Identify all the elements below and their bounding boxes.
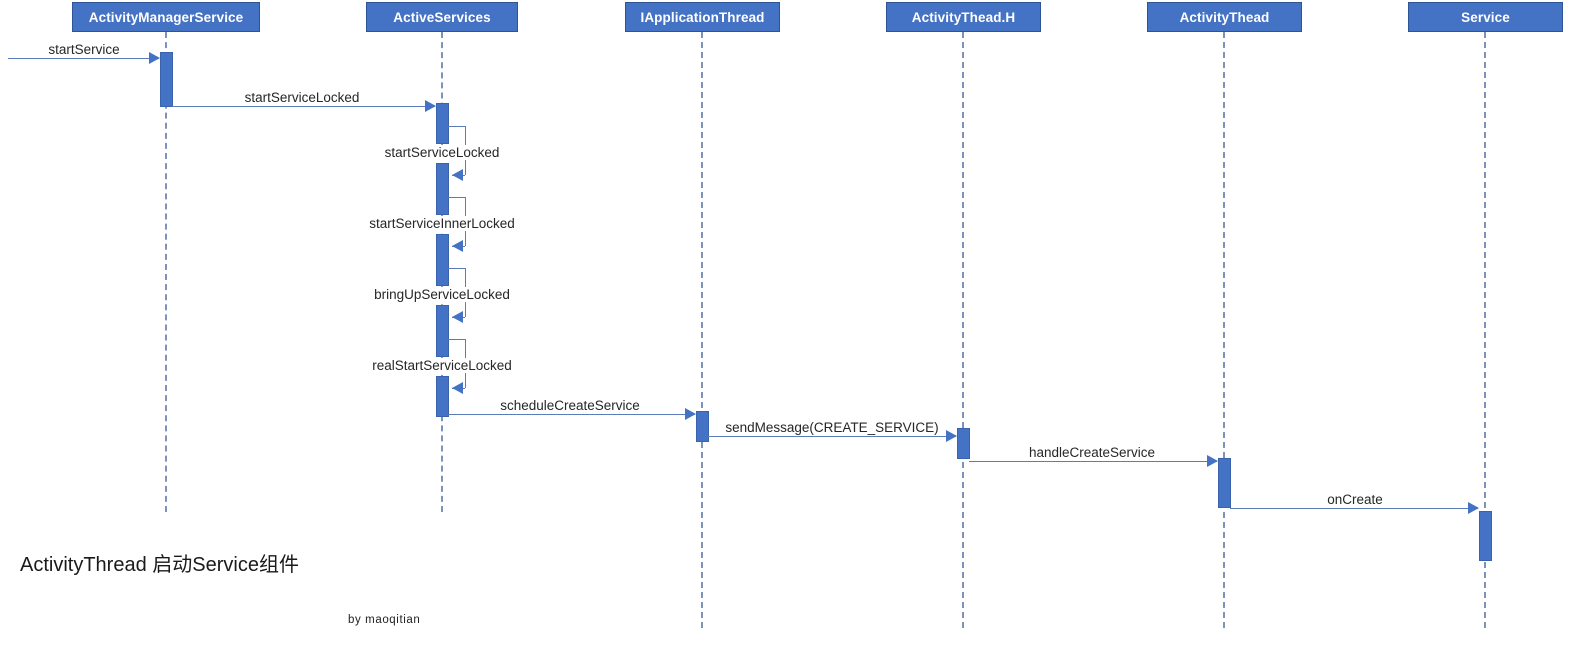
activation-bar-as xyxy=(436,103,449,144)
lifeline-head-ath_h[interactable]: ActivityThead.H xyxy=(886,2,1041,32)
lifeline-head-ath[interactable]: ActivityThead xyxy=(1147,2,1302,32)
message-line xyxy=(448,268,465,269)
arrow-head-left xyxy=(452,169,463,181)
arrow-head-left xyxy=(452,382,463,394)
lifeline-ath xyxy=(1223,32,1225,628)
lifeline-label: IApplicationThread xyxy=(640,9,765,25)
lifeline-ath_h xyxy=(962,32,964,628)
arrow-head-right xyxy=(685,408,696,420)
arrow-head-left xyxy=(452,311,463,323)
activation-bar-ath xyxy=(1218,458,1231,508)
message-line xyxy=(1230,508,1478,509)
lifeline-label: ActivityThead xyxy=(1179,9,1270,25)
arrow-head-right xyxy=(425,100,436,112)
diagram-caption: ActivityThread 启动Service组件 xyxy=(20,554,299,576)
arrow-head-right xyxy=(149,52,160,64)
message-line xyxy=(172,106,435,107)
message-line xyxy=(708,436,956,437)
lifeline-label: ActiveServices xyxy=(393,9,491,25)
activation-bar-as xyxy=(436,305,449,357)
arrow-head-right xyxy=(946,430,957,442)
arrow-head-right xyxy=(1468,502,1479,514)
activation-bar-as xyxy=(436,376,449,417)
message-label-m9: handleCreateService xyxy=(1025,445,1159,460)
message-label-m1: startService xyxy=(45,42,123,57)
lifeline-label: Service xyxy=(1461,9,1510,25)
message-line xyxy=(8,58,159,59)
lifeline-iapp xyxy=(701,32,703,628)
message-line xyxy=(448,126,465,127)
arrow-head-left xyxy=(452,240,463,252)
message-line xyxy=(448,197,465,198)
lifeline-svc xyxy=(1484,32,1486,628)
activation-bar-ams xyxy=(160,52,173,107)
lifeline-head-as[interactable]: ActiveServices xyxy=(366,2,518,32)
message-label-m8: sendMessage(CREATE_SERVICE) xyxy=(722,420,942,435)
message-label-m2: startServiceLocked xyxy=(241,90,363,105)
activation-bar-ath_h xyxy=(957,428,970,459)
message-line xyxy=(969,461,1217,462)
arrow-head-right xyxy=(1207,455,1218,467)
message-label-m10: onCreate xyxy=(1324,492,1386,507)
lifeline-head-iapp[interactable]: IApplicationThread xyxy=(625,2,780,32)
diagram-credit: by maoqitian xyxy=(348,614,421,626)
lifeline-label: ActivityManagerService xyxy=(88,9,244,25)
message-label-m6: realStartServiceLocked xyxy=(369,358,515,373)
message-line xyxy=(448,414,695,415)
lifeline-label: ActivityThead.H xyxy=(911,9,1016,25)
lifeline-head-ams[interactable]: ActivityManagerService xyxy=(72,2,260,32)
message-label-m4: startServiceInnerLocked xyxy=(366,216,518,231)
lifeline-ams xyxy=(165,32,167,512)
activation-bar-as xyxy=(436,163,449,215)
message-label-m7: scheduleCreateService xyxy=(497,398,643,413)
activation-bar-iapp xyxy=(696,411,709,442)
activation-bar-svc xyxy=(1479,511,1492,561)
lifeline-head-svc[interactable]: Service xyxy=(1408,2,1563,32)
activation-bar-as xyxy=(436,234,449,286)
message-label-m5: bringUpServiceLocked xyxy=(371,287,513,302)
message-line xyxy=(448,339,465,340)
message-label-m3: startServiceLocked xyxy=(381,145,503,160)
